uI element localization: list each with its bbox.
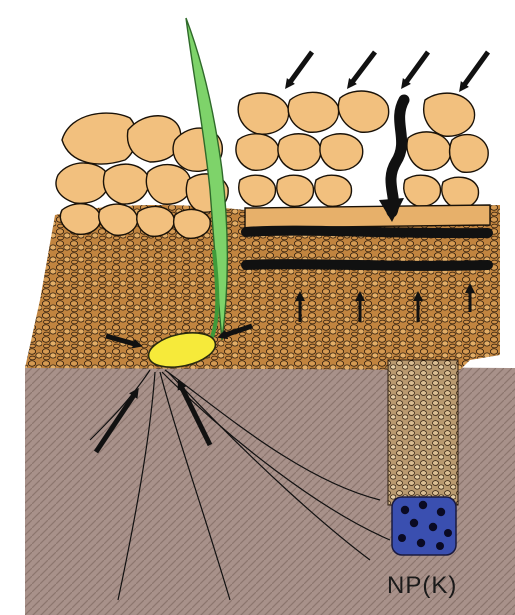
crust-band-upper: [246, 231, 488, 234]
rainfall-arrows: [288, 52, 488, 88]
topsoil-clods-right: [236, 91, 490, 228]
fertilizer-granules: [392, 497, 456, 555]
fertilizer-channel: [388, 360, 458, 505]
infiltration-channel: [391, 100, 404, 212]
fertilizer-label: NP(K): [387, 572, 457, 600]
crust-band-lower: [246, 264, 488, 266]
